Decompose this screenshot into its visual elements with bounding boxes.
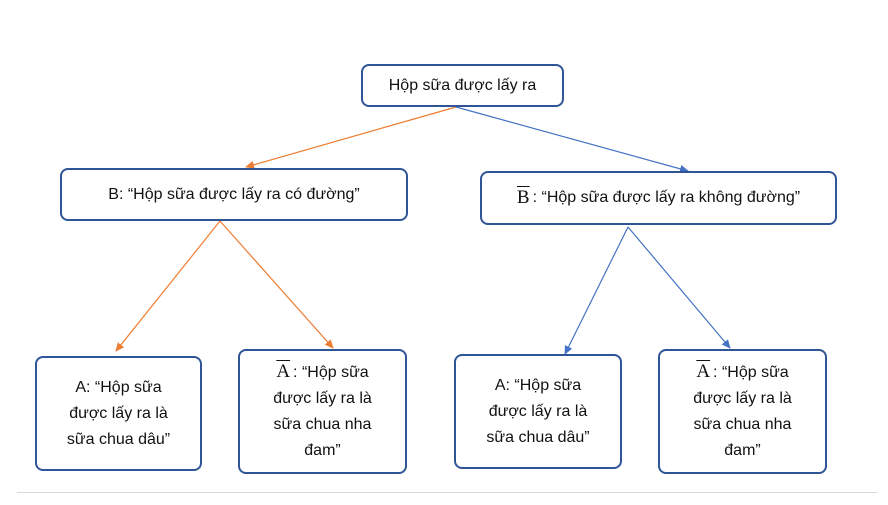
leaf-line: A: “Hộp sữa [696, 359, 788, 386]
event-b-complement-label: : “Hộp sữa được lấy ra không đường” [532, 189, 801, 206]
root-node: Hộp sữa được lấy ra [361, 64, 564, 107]
event-b-node: B: “Hộp sữa được lấy ra có đường” [60, 168, 408, 221]
leaf-line: sữa chua nha [273, 416, 372, 433]
leaf-line: sữa chua dâu” [486, 428, 590, 446]
a-complement-symbol: A [276, 361, 291, 382]
leaf-line: A: “Hộp sữa [494, 376, 582, 394]
leaf-line: được lấy ra là [69, 404, 168, 422]
leaf-line: được lấy ra là [273, 390, 372, 407]
event-b-label: B: “Hộp sữa được lấy ra có đường” [108, 185, 360, 203]
a-complement-symbol: A [696, 361, 711, 382]
edge-root-to-right [455, 106, 689, 173]
root-node-label: Hộp sữa được lấy ra [388, 76, 537, 94]
edge-right-to-right-leaf-1 [564, 226, 629, 355]
leaf-line: A: “Hộp sữa [75, 378, 162, 396]
leaf-line: A: “Hộp sữa [276, 359, 368, 386]
leaf-line-text: : “Hộp sữa [713, 364, 789, 381]
left-leaf-a-complement-node: A: “Hộp sữa được lấy ra là sữa chua nha … [238, 349, 407, 474]
leaf-line: sữa chua dâu” [66, 430, 171, 448]
b-complement-symbol: B [516, 187, 530, 208]
edge-left-to-left-leaf-1 [115, 220, 221, 352]
leaf-line: đam” [304, 442, 341, 459]
left-leaf-a-node: A: “Hộp sữa được lấy ra là sữa chua dâu” [35, 356, 202, 471]
edge-left-to-left-leaf-2 [219, 220, 334, 349]
right-leaf-a-complement-node: A: “Hộp sữa được lấy ra là sữa chua nha … [658, 349, 827, 474]
edge-root-to-left [245, 106, 457, 169]
edge-right-to-right-leaf-2 [627, 226, 731, 349]
leaf-line: được lấy ra là [693, 390, 792, 407]
right-leaf-a-node: A: “Hộp sữa được lấy ra là sữa chua dâu” [454, 354, 622, 469]
leaf-line: sữa chua nha [693, 416, 792, 433]
leaf-line: đam” [724, 442, 761, 459]
leaf-line: được lấy ra là [488, 402, 588, 420]
leaf-line-text: : “Hộp sữa [293, 364, 369, 381]
bottom-divider [17, 492, 877, 493]
event-b-complement-node: B : “Hộp sữa được lấy ra không đường” [480, 171, 837, 225]
